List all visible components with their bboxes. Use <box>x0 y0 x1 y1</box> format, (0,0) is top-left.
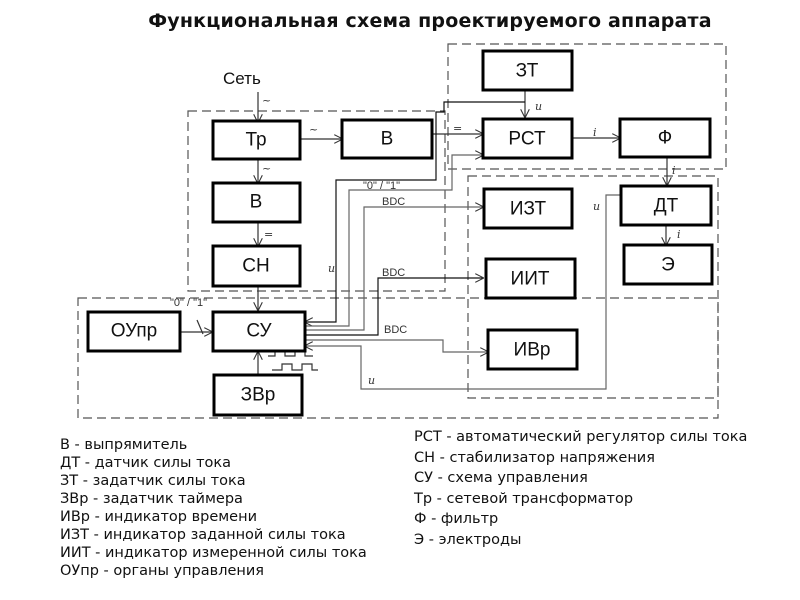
legend-item: ЗВр - задатчик таймера <box>60 491 243 507</box>
dc-symbol: = <box>453 122 462 135</box>
diagram-title: Функциональная схема проектируемого аппа… <box>148 10 712 32</box>
svg-text:В: В <box>381 129 394 150</box>
functional-diagram: ~ ~ ~ = = u i i i u u u "0" / "1" BDC BD… <box>77 43 727 419</box>
legend-item: В - выпрямитель <box>60 437 188 453</box>
ac-symbol: ~ <box>262 162 271 175</box>
legend-item: ИЗТ - индикатор заданной силы тока <box>60 527 346 543</box>
legend-item: ИВр - индикатор времени <box>60 509 258 525</box>
svg-text:ЗВр: ЗВр <box>241 385 276 406</box>
svg-text:ИИТ: ИИТ <box>511 269 550 290</box>
bdc-label: BDC <box>382 267 405 279</box>
svg-text:ИЗТ: ИЗТ <box>510 199 547 220</box>
legend-right: РСТ - автоматический регулятор силы тока… <box>414 427 794 550</box>
i-symbol: i <box>672 164 676 177</box>
ac-symbol: ~ <box>309 123 318 136</box>
signal-labels: ~ ~ ~ = = u i i i u u u "0" / "1" BDC BD… <box>170 94 681 387</box>
block-oupr: ОУпр <box>86 310 182 353</box>
ac-symbol: ~ <box>262 94 271 107</box>
block-su: СУ <box>211 310 307 353</box>
u-symbol: u <box>368 374 375 387</box>
legend-item: СУ - схема управления <box>414 470 588 486</box>
block-rst: РСТ <box>481 117 574 160</box>
svg-text:В: В <box>250 192 263 213</box>
power-supply-group <box>187 110 446 292</box>
block-rectifier-1: В <box>340 118 434 160</box>
control-group <box>77 297 719 419</box>
block-dt: ДТ <box>619 184 713 227</box>
legend-item: РСТ - автоматический регулятор силы тока <box>414 429 748 445</box>
svg-text:ДТ: ДТ <box>654 196 679 217</box>
i-symbol: i <box>677 228 681 241</box>
block-zvr: ЗВр <box>212 373 304 417</box>
legend-item: Э - электроды <box>414 531 522 548</box>
block-iit: ИИТ <box>484 257 577 300</box>
legend-item: ДТ - датчик силы тока <box>60 455 232 471</box>
legend-item: ЗТ - задатчик силы тока <box>60 473 246 489</box>
block-tr: Тр <box>211 119 302 161</box>
svg-text:СН: СН <box>242 256 269 277</box>
svg-text:ЗТ: ЗТ <box>516 61 539 82</box>
block-sn: СН <box>211 244 302 288</box>
legend-item: ИИТ - индикатор измеренной силы тока <box>60 545 367 561</box>
svg-text:Э: Э <box>661 255 675 276</box>
legend-left: В - выпрямитель ДТ - датчик силы тока ЗТ… <box>60 436 367 580</box>
bdc-label: BDC <box>382 196 405 208</box>
block-izt: ИЗТ <box>482 187 574 230</box>
bdc-label: BDC <box>384 324 407 336</box>
svg-text:СУ: СУ <box>246 321 272 342</box>
bool-signal-label: "0" / "1" <box>363 180 400 192</box>
block-rectifier-2: В <box>211 181 302 224</box>
svg-text:ОУпр: ОУпр <box>111 321 157 342</box>
svg-text:Ф: Ф <box>658 128 672 149</box>
block-filter: Ф <box>618 117 712 159</box>
svg-text:Тр: Тр <box>245 130 266 151</box>
i-symbol: i <box>593 126 597 139</box>
legend-item: Тр - сетевой трансформатор <box>414 490 634 507</box>
u-symbol: u <box>535 100 542 113</box>
wires <box>180 90 667 390</box>
bool-signal-label: "0" / "1" <box>170 297 207 309</box>
legend-item: ОУпр - органы управления <box>60 563 265 579</box>
block-electrodes: Э <box>622 243 714 286</box>
block-zt: ЗТ <box>481 49 574 92</box>
legend-item: СН - стабилизатор напряжения <box>414 449 655 466</box>
u-symbol: u <box>328 262 335 275</box>
svg-text:РСТ: РСТ <box>508 129 546 150</box>
block-ivr: ИВр <box>486 328 579 371</box>
mains-input-label: Сеть <box>223 69 261 88</box>
regulator-group <box>447 43 727 170</box>
legend-item: Ф - фильтр <box>414 511 499 527</box>
svg-text:ИВр: ИВр <box>514 340 551 361</box>
dc-symbol: = <box>264 228 273 241</box>
u-symbol: u <box>593 200 600 213</box>
measurement-group <box>467 175 719 399</box>
